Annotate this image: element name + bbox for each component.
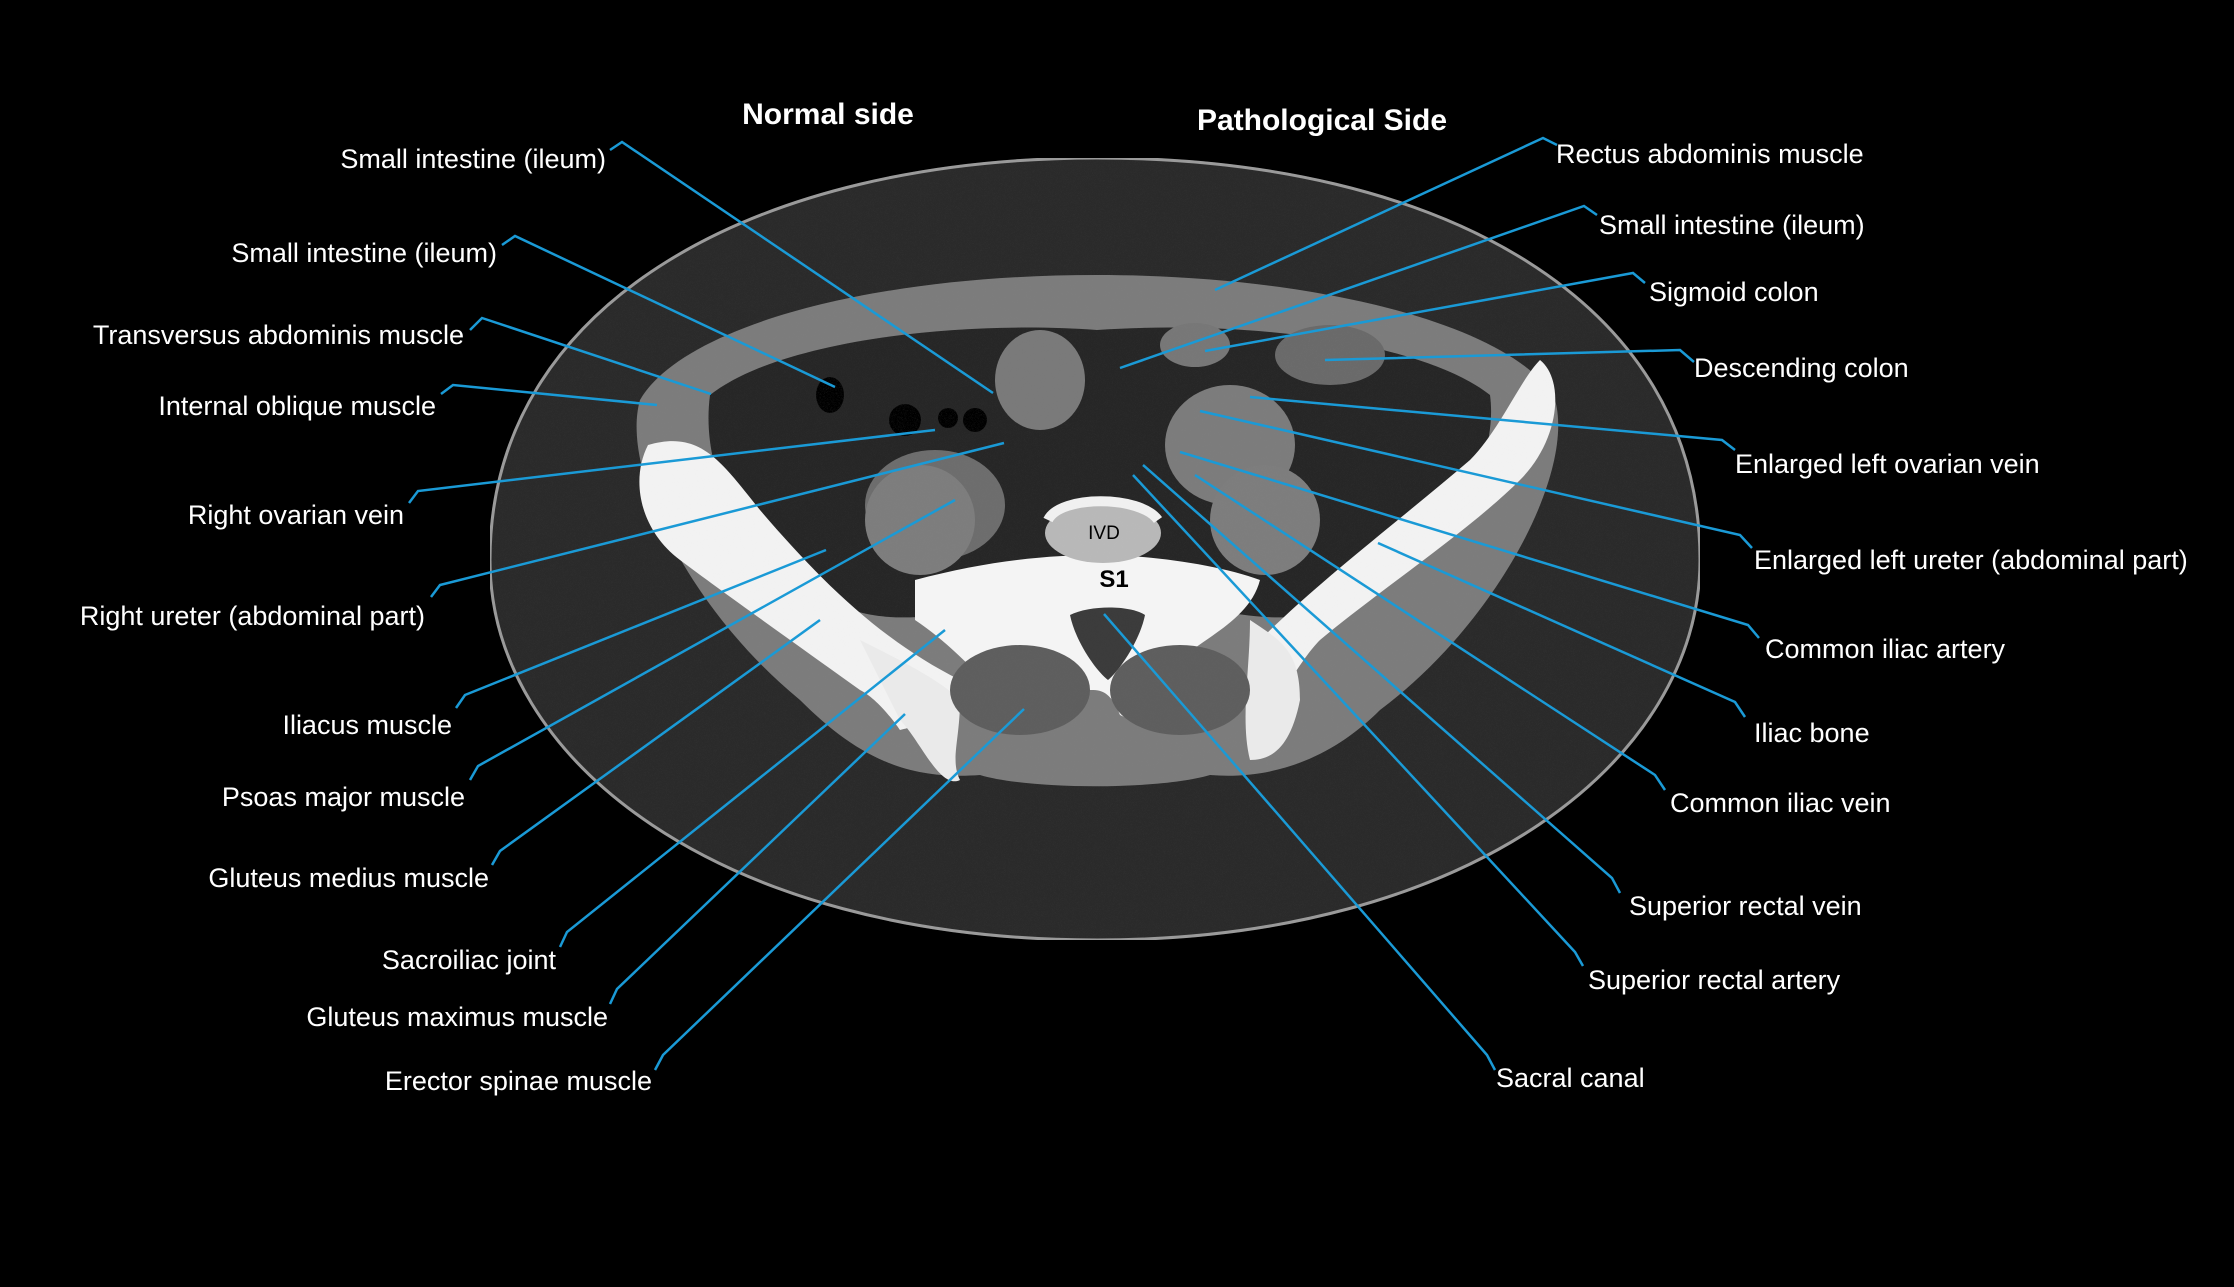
pathological-side-heading: Pathological Side (1196, 104, 1448, 137)
label-enlarged-left-ureter: Enlarged left ureter (abdominal part) (1754, 545, 2188, 575)
ivd-label: IVD (1088, 523, 1120, 544)
label-enlarged-left-ovarian-vein: Enlarged left ovarian vein (1735, 449, 2040, 479)
label-transversus-abdominis-muscle: Transversus abdominis muscle (92, 320, 464, 350)
label-small-intestine-ileum-right: Small intestine (ileum) (1599, 210, 1865, 240)
label-gluteus-medius-muscle: Gluteus medius muscle (208, 863, 489, 893)
label-sacroiliac-joint: Sacroiliac joint (381, 945, 556, 975)
normal-side-heading: Normal side (742, 98, 914, 131)
s1-label: S1 (1099, 566, 1129, 593)
label-small-intestine-ileum-left-2: Small intestine (ileum) (231, 238, 497, 268)
label-iliacus-muscle: Iliacus muscle (282, 710, 452, 740)
label-common-iliac-vein: Common iliac vein (1670, 788, 1891, 818)
label-small-intestine-ileum-left-1: Small intestine (ileum) (340, 144, 606, 174)
label-internal-oblique-muscle: Internal oblique muscle (158, 391, 436, 421)
label-gluteus-maximus-muscle: Gluteus maximus muscle (306, 1002, 608, 1032)
label-sigmoid-colon: Sigmoid colon (1649, 277, 1819, 307)
label-sacral-canal: Sacral canal (1496, 1063, 1645, 1093)
label-iliac-bone: Iliac bone (1754, 718, 1870, 748)
label-psoas-major-muscle: Psoas major muscle (221, 782, 465, 812)
label-superior-rectal-artery: Superior rectal artery (1588, 965, 1841, 995)
label-common-iliac-artery: Common iliac artery (1765, 634, 2006, 664)
body-outline (488, 156, 1702, 942)
label-descending-colon: Descending colon (1694, 353, 1909, 383)
label-right-ureter: Right ureter (abdominal part) (79, 601, 425, 631)
label-erector-spinae-muscle: Erector spinae muscle (384, 1066, 652, 1096)
label-rectus-abdominis-muscle: Rectus abdominis muscle (1556, 139, 1864, 169)
label-right-ovarian-vein: Right ovarian vein (187, 500, 404, 530)
label-superior-rectal-vein: Superior rectal vein (1629, 891, 1862, 921)
